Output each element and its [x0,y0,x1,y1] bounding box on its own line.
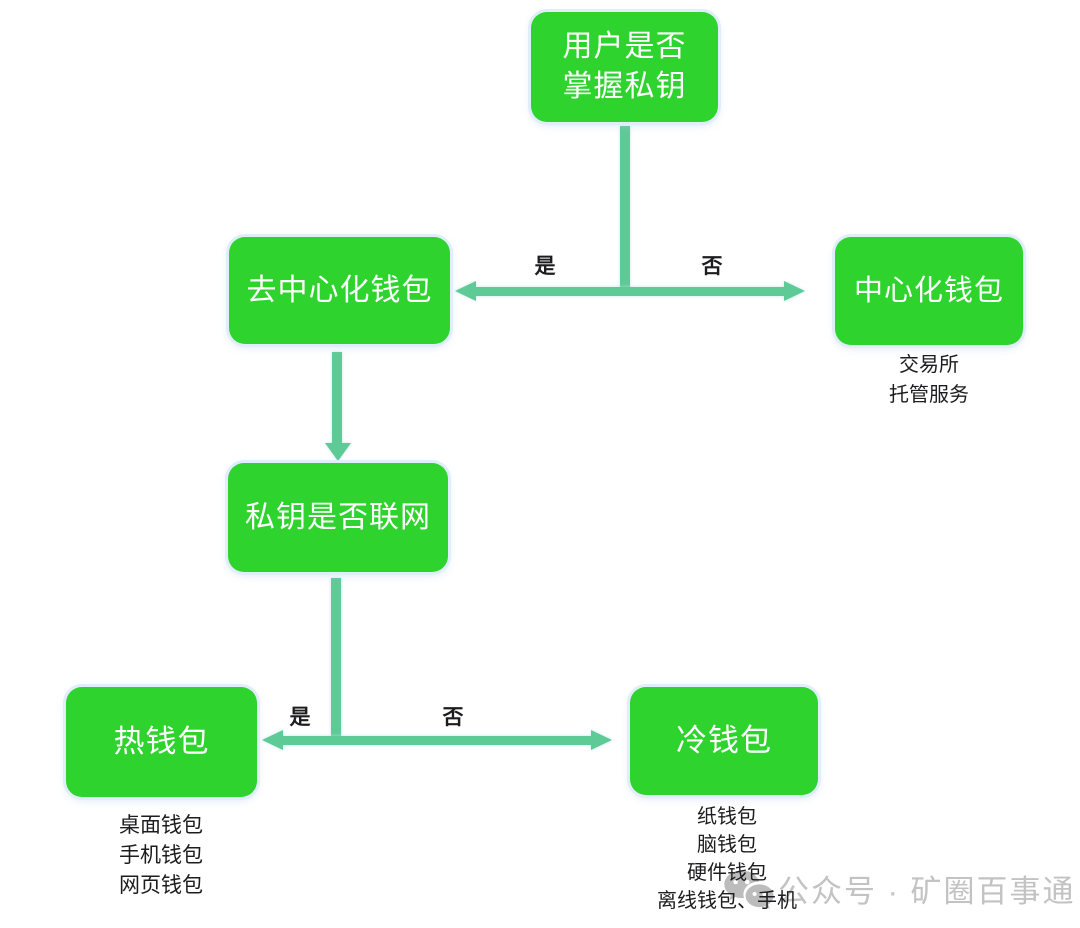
connector-split1 [455,281,805,301]
node-privkey-online: 私钥是否联网 [228,463,448,572]
split1-line [472,287,788,296]
split2-no-label: 否 [442,706,464,729]
watermark: 公众号 · 矿圈百事通 [722,866,1076,911]
sublabel-exchange: 交易所 [899,354,959,376]
split1-arrowhead-left-icon [455,281,476,301]
node-root-label-line2: 掌握私钥 [562,70,687,103]
cold-wallet-sublabels: 纸钱包 脑钱包 硬件钱包 离线钱包、手机 [607,803,847,915]
down-arrowhead-icon [325,443,351,461]
node-decentralized-wallet: 去中心化钱包 [229,237,450,344]
split1-yes-label: 是 [534,255,556,278]
centralized-sublabels: 交易所 托管服务 [835,350,1023,410]
sublabel-mobile-wallet: 手机钱包 [119,844,203,867]
watermark-text: 公众号 · 矿圈百事通 [778,874,1076,909]
node-hot-wallet: 热钱包 [66,687,257,797]
node-root: 用户是否 掌握私钥 [531,12,718,122]
split2-arrowhead-right-icon [591,730,612,750]
split1-no-label: 否 [701,255,723,278]
node-hot-label: 热钱包 [113,724,210,759]
sublabel-hardware-wallet: 硬件钱包 [687,862,767,884]
node-centralized-label: 中心化钱包 [853,275,1004,307]
split2-line [279,736,595,745]
split2-yes-label: 是 [289,706,311,729]
connector-split2 [262,730,612,750]
node-root-label-line1: 用户是否 [562,30,687,63]
sublabel-web-wallet: 网页钱包 [119,874,203,897]
wechat-icon [722,869,776,909]
node-decentralized-label: 去中心化钱包 [246,273,433,307]
node-cold-label: 冷钱包 [676,723,772,758]
node-privkey-label: 私钥是否联网 [245,500,431,534]
sublabel-offline-wallet: 离线钱包、手机 [657,890,797,912]
split2-arrowhead-left-icon [262,730,283,750]
hot-wallet-sublabels: 桌面钱包 手机钱包 网页钱包 [41,811,281,901]
node-cold-wallet: 冷钱包 [630,687,818,795]
node-centralized-wallet: 中心化钱包 [835,237,1023,345]
sublabel-desktop-wallet: 桌面钱包 [119,814,203,837]
sublabel-brain-wallet: 脑钱包 [697,834,757,856]
sublabel-paper-wallet: 纸钱包 [697,806,757,828]
sublabel-custody: 托管服务 [889,384,969,406]
split1-arrowhead-right-icon [784,281,805,301]
